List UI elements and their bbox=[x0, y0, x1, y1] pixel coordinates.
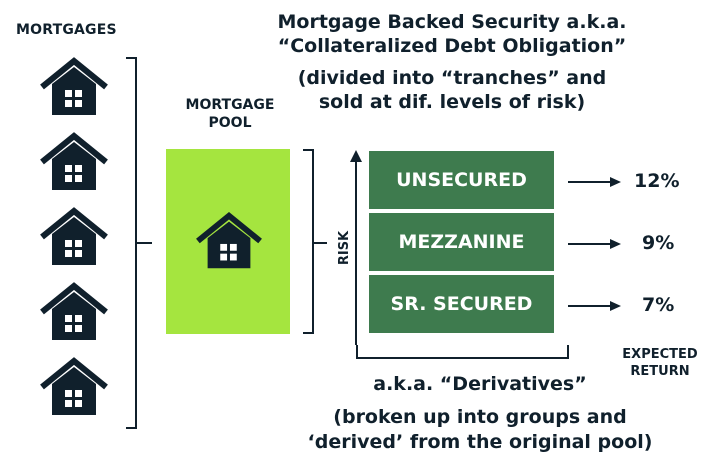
mortgages-label: MORTGAGES bbox=[16, 22, 117, 38]
expected-line2: RETURN bbox=[630, 364, 690, 379]
house-icon bbox=[38, 57, 110, 119]
tranche-unsecured: UNSECURED bbox=[369, 151, 554, 209]
tranche-mezzanine: MEZZANINE bbox=[369, 213, 554, 271]
return-mezzanine: 9% bbox=[642, 232, 675, 254]
pool-label-line2: POOL bbox=[208, 115, 252, 131]
derivatives-sub2: ‘derived’ from the original pool) bbox=[307, 431, 653, 453]
house-icon bbox=[194, 211, 264, 273]
title-line2: “Collateralized Debt Obligation” bbox=[277, 35, 627, 57]
derivatives-sub1: (broken up into groups and bbox=[333, 406, 627, 428]
title-block: Mortgage Backed Security a.k.a. “Collate… bbox=[262, 10, 642, 114]
pool-bracket bbox=[303, 149, 314, 334]
risk-arrowhead bbox=[350, 150, 362, 162]
house-icon bbox=[38, 282, 110, 344]
subtitle-line2: sold at dif. levels of risk) bbox=[318, 91, 586, 113]
expected-return-label: EXPECTED RETURN bbox=[604, 346, 716, 380]
house-icon bbox=[38, 357, 110, 419]
house-icon bbox=[38, 132, 110, 194]
subtitle-line1: (divided into “tranches” and bbox=[297, 67, 607, 89]
house-icon bbox=[38, 207, 110, 269]
mortgages-bracket bbox=[126, 57, 137, 429]
risk-label: RISK bbox=[337, 230, 352, 266]
mortgage-pool-box bbox=[166, 149, 290, 334]
return-unsecured: 12% bbox=[634, 170, 680, 192]
mortgage-pool-label: MORTGAGE POOL bbox=[170, 96, 290, 132]
derivatives-caption: a.k.a. “Derivatives” (broken up into gro… bbox=[270, 372, 690, 455]
tranche-sr-secured: SR. SECURED bbox=[369, 275, 554, 333]
pool-label-line1: MORTGAGE bbox=[185, 97, 275, 113]
return-sr-secured: 7% bbox=[642, 294, 675, 316]
title-line1: Mortgage Backed Security a.k.a. bbox=[277, 11, 627, 33]
derivatives-bracket bbox=[356, 345, 569, 359]
expected-line1: EXPECTED bbox=[622, 347, 698, 362]
derivatives-line: a.k.a. “Derivatives” bbox=[373, 373, 587, 395]
